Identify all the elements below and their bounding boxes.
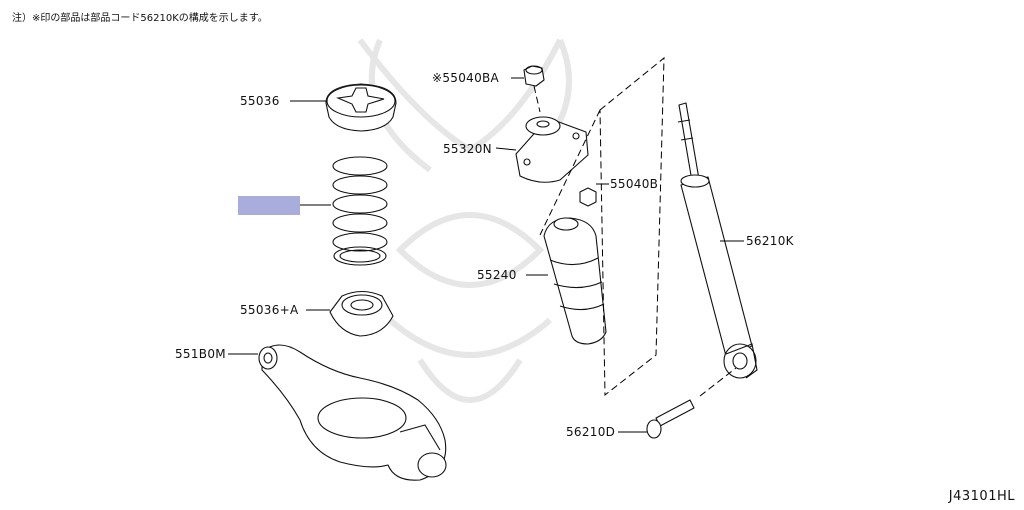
header-note: 注）※印の部品は部品コード56210Kの構成を示します。 — [12, 13, 268, 24]
part-label-55040ba[interactable]: ※55040BA — [432, 71, 500, 85]
bump-boot-55240[interactable] — [543, 217, 607, 345]
nut-55040b[interactable] — [579, 187, 597, 207]
part-label-55040b[interactable]: 55040B — [610, 177, 659, 191]
bolt-56210d[interactable] — [646, 399, 695, 439]
upper-spring-seat-55036[interactable] — [325, 83, 397, 132]
mount-insulator-55320n[interactable] — [515, 116, 589, 183]
coil-spring[interactable] — [332, 156, 388, 266]
guide-dash-nut — [533, 85, 541, 113]
part-label-55036a[interactable]: 55036+A — [240, 303, 299, 317]
nut-55040ba[interactable] — [523, 65, 545, 87]
lower-arm-551b0m[interactable] — [258, 344, 447, 481]
leader-lines — [228, 77, 744, 433]
part-label-55036[interactable]: 55036 — [240, 94, 280, 108]
assembly-dashed-outline — [539, 56, 665, 397]
shock-absorber-56210k[interactable] — [677, 102, 758, 379]
part-label-56210d[interactable]: 56210D — [566, 425, 616, 439]
part-label-551b0m[interactable]: 551B0M — [175, 347, 226, 361]
guide-dash-bolt — [699, 367, 737, 397]
diagram-id: J43101HL — [948, 489, 1015, 504]
lower-spring-seat-55036a[interactable] — [329, 290, 394, 337]
part-label-55320n[interactable]: 55320N — [443, 142, 492, 156]
part-label-56210k[interactable]: 56210K — [746, 234, 794, 248]
highlighted-part-box[interactable] — [238, 196, 300, 215]
part-label-55240[interactable]: 55240 — [477, 268, 517, 282]
